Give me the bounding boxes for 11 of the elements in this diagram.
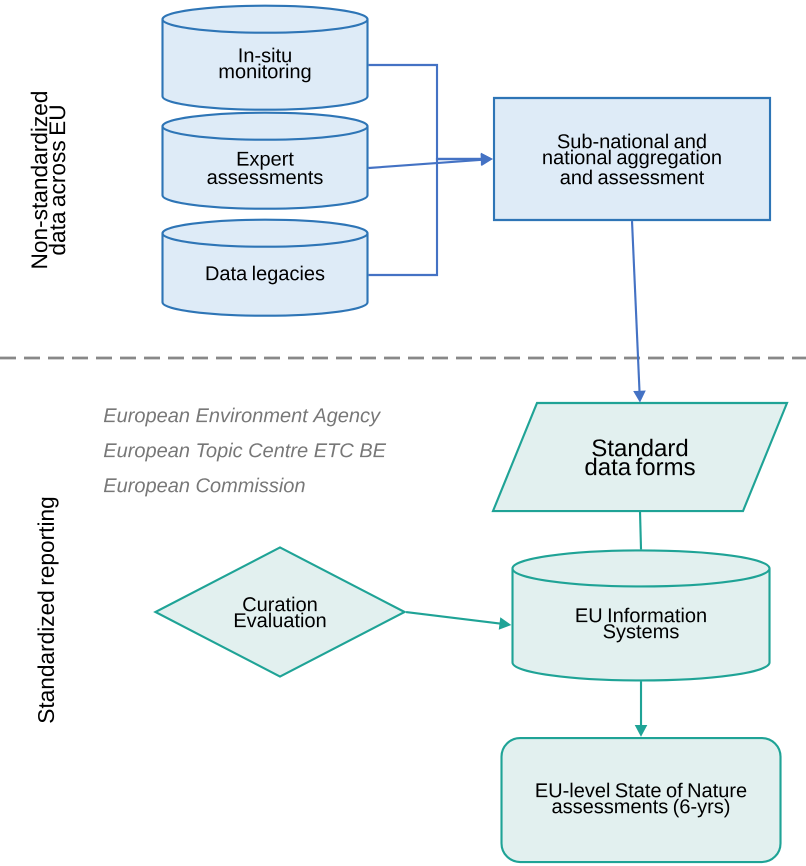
- database-cylinder: In-situ monitoring: [161, 4, 369, 111]
- process-box: Sub-national and national aggregation and assessment: [492, 96, 772, 222]
- organisation-name: European Commission: [104, 478, 305, 496]
- database-cylinder: Expert assessments: [161, 112, 369, 210]
- side-label: Standardized reporting: [37, 498, 59, 723]
- database-cylinder: Data legacies: [161, 218, 369, 317]
- organisation-name: European Environment Agency: [104, 408, 382, 426]
- side-label: Non-standardized data across EU: [30, 92, 66, 268]
- organisation-name: European Topic Centre ETC BE: [104, 442, 386, 462]
- rounded-box: EU-level State of Nature assessments (6-yrs): [500, 736, 782, 864]
- database-cylinder: EU Information Systems: [511, 549, 771, 682]
